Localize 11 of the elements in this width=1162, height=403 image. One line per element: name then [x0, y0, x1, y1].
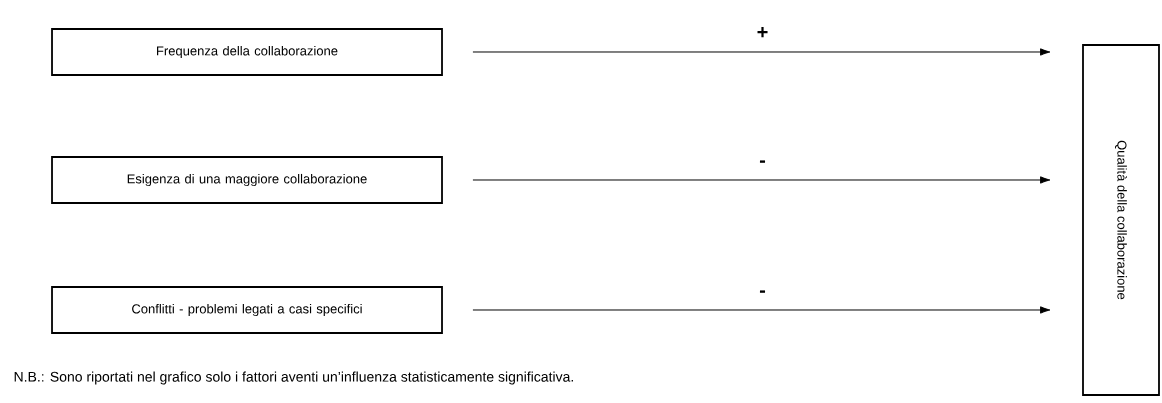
factor-box: Conflitti - problemi legati a casi specifici	[51, 286, 443, 334]
target-box: Qualità della collaborazione	[1082, 44, 1160, 396]
arrow	[472, 306, 1051, 314]
edge-label: +	[755, 26, 770, 40]
edge-label: -	[758, 159, 767, 168]
edge-label: -	[758, 289, 767, 298]
factor-box: Frequenza della collaborazione	[51, 28, 443, 76]
note: N.B.: Sono riportati nel grafico solo i fattori aventi un’influenza statisticamente significativa.	[14, 371, 573, 385]
factor-box: Esigenza di una maggiore collaborazione	[51, 156, 443, 204]
arrow	[472, 48, 1051, 56]
arrow	[472, 176, 1051, 184]
